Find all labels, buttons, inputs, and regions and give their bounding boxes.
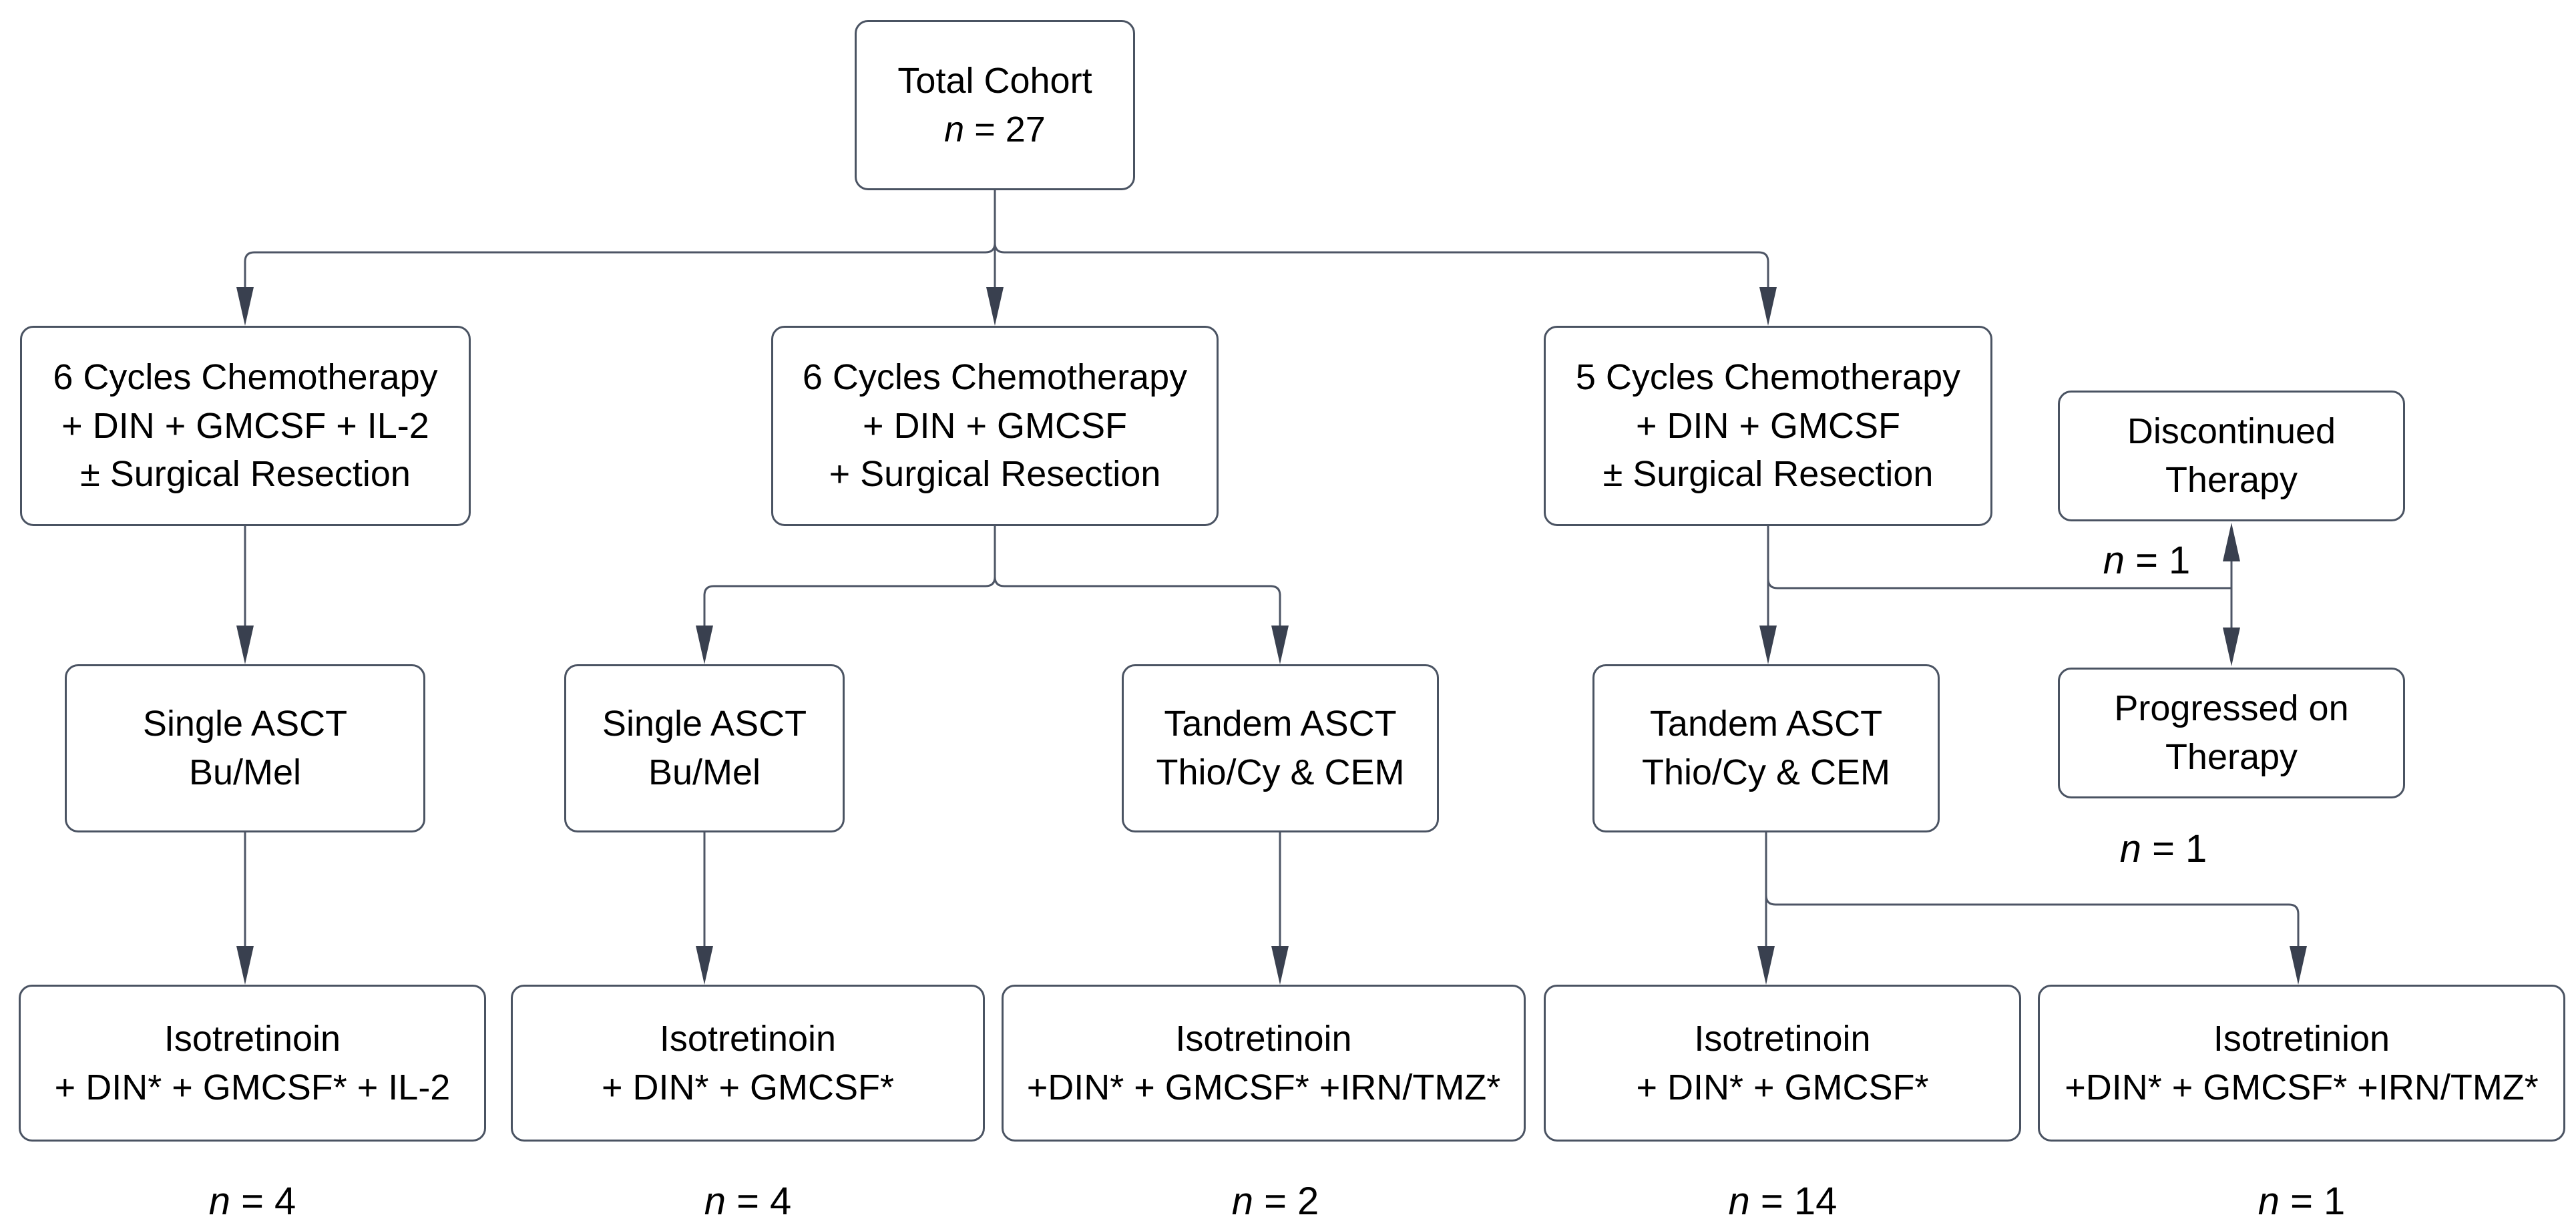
- node-label: Isotretinoin: [659, 1018, 837, 1059]
- node-progressed-on-therapy: Progressed on Therapy: [2058, 668, 2405, 798]
- count-isotretinoin-irn-tmz-1: n = 2: [1231, 1180, 1319, 1223]
- arrowhead-isoirn1: [1271, 946, 1289, 985]
- node-label: +DIN* + GMCSF* +IRN/TMZ*: [1026, 1067, 1501, 1107]
- node-label: Tandem ASCT: [1164, 704, 1397, 744]
- node-isotretinoin-irn-tmz-1: Isotretinoin +DIN* + GMCSF* +IRN/TMZ*: [1002, 985, 1526, 1142]
- edge-total-to-chemo6-il2: [244, 190, 996, 288]
- node-single-asct-2: Single ASCT Bu/Mel: [564, 664, 845, 832]
- node-isotretinoin-il2: Isotretinoin + DIN* + GMCSF* + IL-2: [19, 985, 486, 1142]
- node-label: 5 Cycles Chemotherapy: [1575, 356, 1961, 397]
- node-discontinued-therapy: Discontinued Therapy: [2058, 391, 2405, 521]
- node-count: n = 27: [944, 109, 1046, 150]
- node-label: Isotretinoin: [164, 1018, 341, 1059]
- node-isotretinion-irn-tmz-2: Isotretinion +DIN* + GMCSF* +IRN/TMZ*: [2038, 985, 2565, 1142]
- count-isotretinoin-1: n = 4: [704, 1180, 792, 1223]
- arrowhead-isoplain2: [1757, 946, 1775, 985]
- arrowhead-tandemasct2: [1759, 626, 1777, 664]
- arrowhead-progressed: [2223, 628, 2240, 666]
- node-label: Bu/Mel: [188, 752, 302, 792]
- arrowhead-tandemasct1: [1271, 626, 1289, 664]
- node-label: Isotretinoin: [1694, 1018, 1871, 1059]
- node-chemo-6cycles-surgical: 6 Cycles Chemotherapy + DIN + GMCSF + Su…: [771, 326, 1219, 526]
- arrowhead-chemo6-il2: [236, 287, 254, 326]
- arrowhead-isoirn2: [2290, 946, 2307, 985]
- node-label: +DIN* + GMCSF* +IRN/TMZ*: [2065, 1067, 2539, 1107]
- node-single-asct-1: Single ASCT Bu/Mel: [65, 664, 425, 832]
- node-label: 6 Cycles Chemotherapy: [802, 356, 1188, 397]
- count-discontinued: n = 1: [2103, 539, 2191, 582]
- edge-tandemasct2-to-isoirn2: [1765, 832, 2300, 947]
- node-label: Tandem ASCT: [1649, 704, 1883, 744]
- node-label: Thio/Cy & CEM: [1641, 752, 1891, 792]
- node-tandem-asct-2: Tandem ASCT Thio/Cy & CEM: [1592, 664, 1940, 832]
- count-isotretinoin-il2: n = 4: [208, 1180, 296, 1223]
- node-label: ± Surgical Resection: [1602, 454, 1934, 495]
- node-chemo-6cycles-il2: 6 Cycles Chemotherapy + DIN + GMCSF + IL…: [20, 326, 471, 526]
- node-label: + DIN* + GMCSF*: [601, 1067, 895, 1107]
- edge-chemo6surg-to-singleasct2: [703, 526, 996, 627]
- node-chemo-5cycles: 5 Cycles Chemotherapy + DIN + GMCSF ± Su…: [1544, 326, 1992, 526]
- node-label: Therapy: [2165, 737, 2298, 777]
- node-total-cohort: Total Cohort n = 27: [855, 20, 1135, 190]
- node-label: + DIN* + GMCSF* + IL-2: [54, 1067, 451, 1107]
- node-label: + Surgical Resection: [829, 454, 1161, 495]
- node-label: 6 Cycles Chemotherapy: [53, 356, 438, 397]
- count-progressed: n = 1: [2119, 827, 2207, 871]
- node-label: + DIN + GMCSF: [1635, 405, 1901, 446]
- edge-total-to-chemo5: [994, 190, 1769, 288]
- node-label: Discontinued: [2127, 411, 2336, 452]
- node-label: Isotretinoin: [1175, 1018, 1352, 1059]
- arrowhead-singleasct2: [696, 626, 713, 664]
- node-label: Bu/Mel: [648, 752, 761, 792]
- node-label: ± Surgical Resection: [80, 454, 411, 495]
- node-label: Single ASCT: [602, 704, 807, 744]
- node-isotretinoin-2: Isotretinoin + DIN* + GMCSF*: [1544, 985, 2021, 1142]
- arrowhead-chemo6-surg: [986, 287, 1004, 326]
- node-label: Thio/Cy & CEM: [1156, 752, 1405, 792]
- arrowhead-singleasct1: [236, 626, 254, 664]
- arrowhead-discontinued: [2223, 523, 2240, 561]
- node-label: + DIN* + GMCSF*: [1636, 1067, 1929, 1107]
- node-tandem-asct-1: Tandem ASCT Thio/Cy & CEM: [1122, 664, 1439, 832]
- arrowhead-isoil2: [236, 946, 254, 985]
- node-label: Single ASCT: [142, 704, 348, 744]
- edge-chemo6surg-to-tandemasct1: [994, 526, 1281, 627]
- node-label: Total Cohort: [897, 60, 1092, 101]
- node-label: + DIN + GMCSF: [862, 405, 1128, 446]
- count-isotretinion-irn-tmz-2: n = 1: [2258, 1180, 2346, 1223]
- node-label: Isotretinion: [2213, 1018, 2390, 1059]
- arrowhead-chemo5: [1759, 287, 1777, 326]
- count-isotretinoin-2: n = 14: [1728, 1180, 1838, 1223]
- node-label: Progressed on: [2114, 688, 2349, 729]
- edge-chemo5-to-dropout: [1767, 526, 2231, 589]
- node-label: + DIN + GMCSF + IL-2: [61, 405, 429, 446]
- arrowhead-isoplain1: [696, 946, 713, 985]
- node-label: Therapy: [2165, 460, 2298, 500]
- node-isotretinoin-1: Isotretinoin + DIN* + GMCSF*: [511, 985, 985, 1142]
